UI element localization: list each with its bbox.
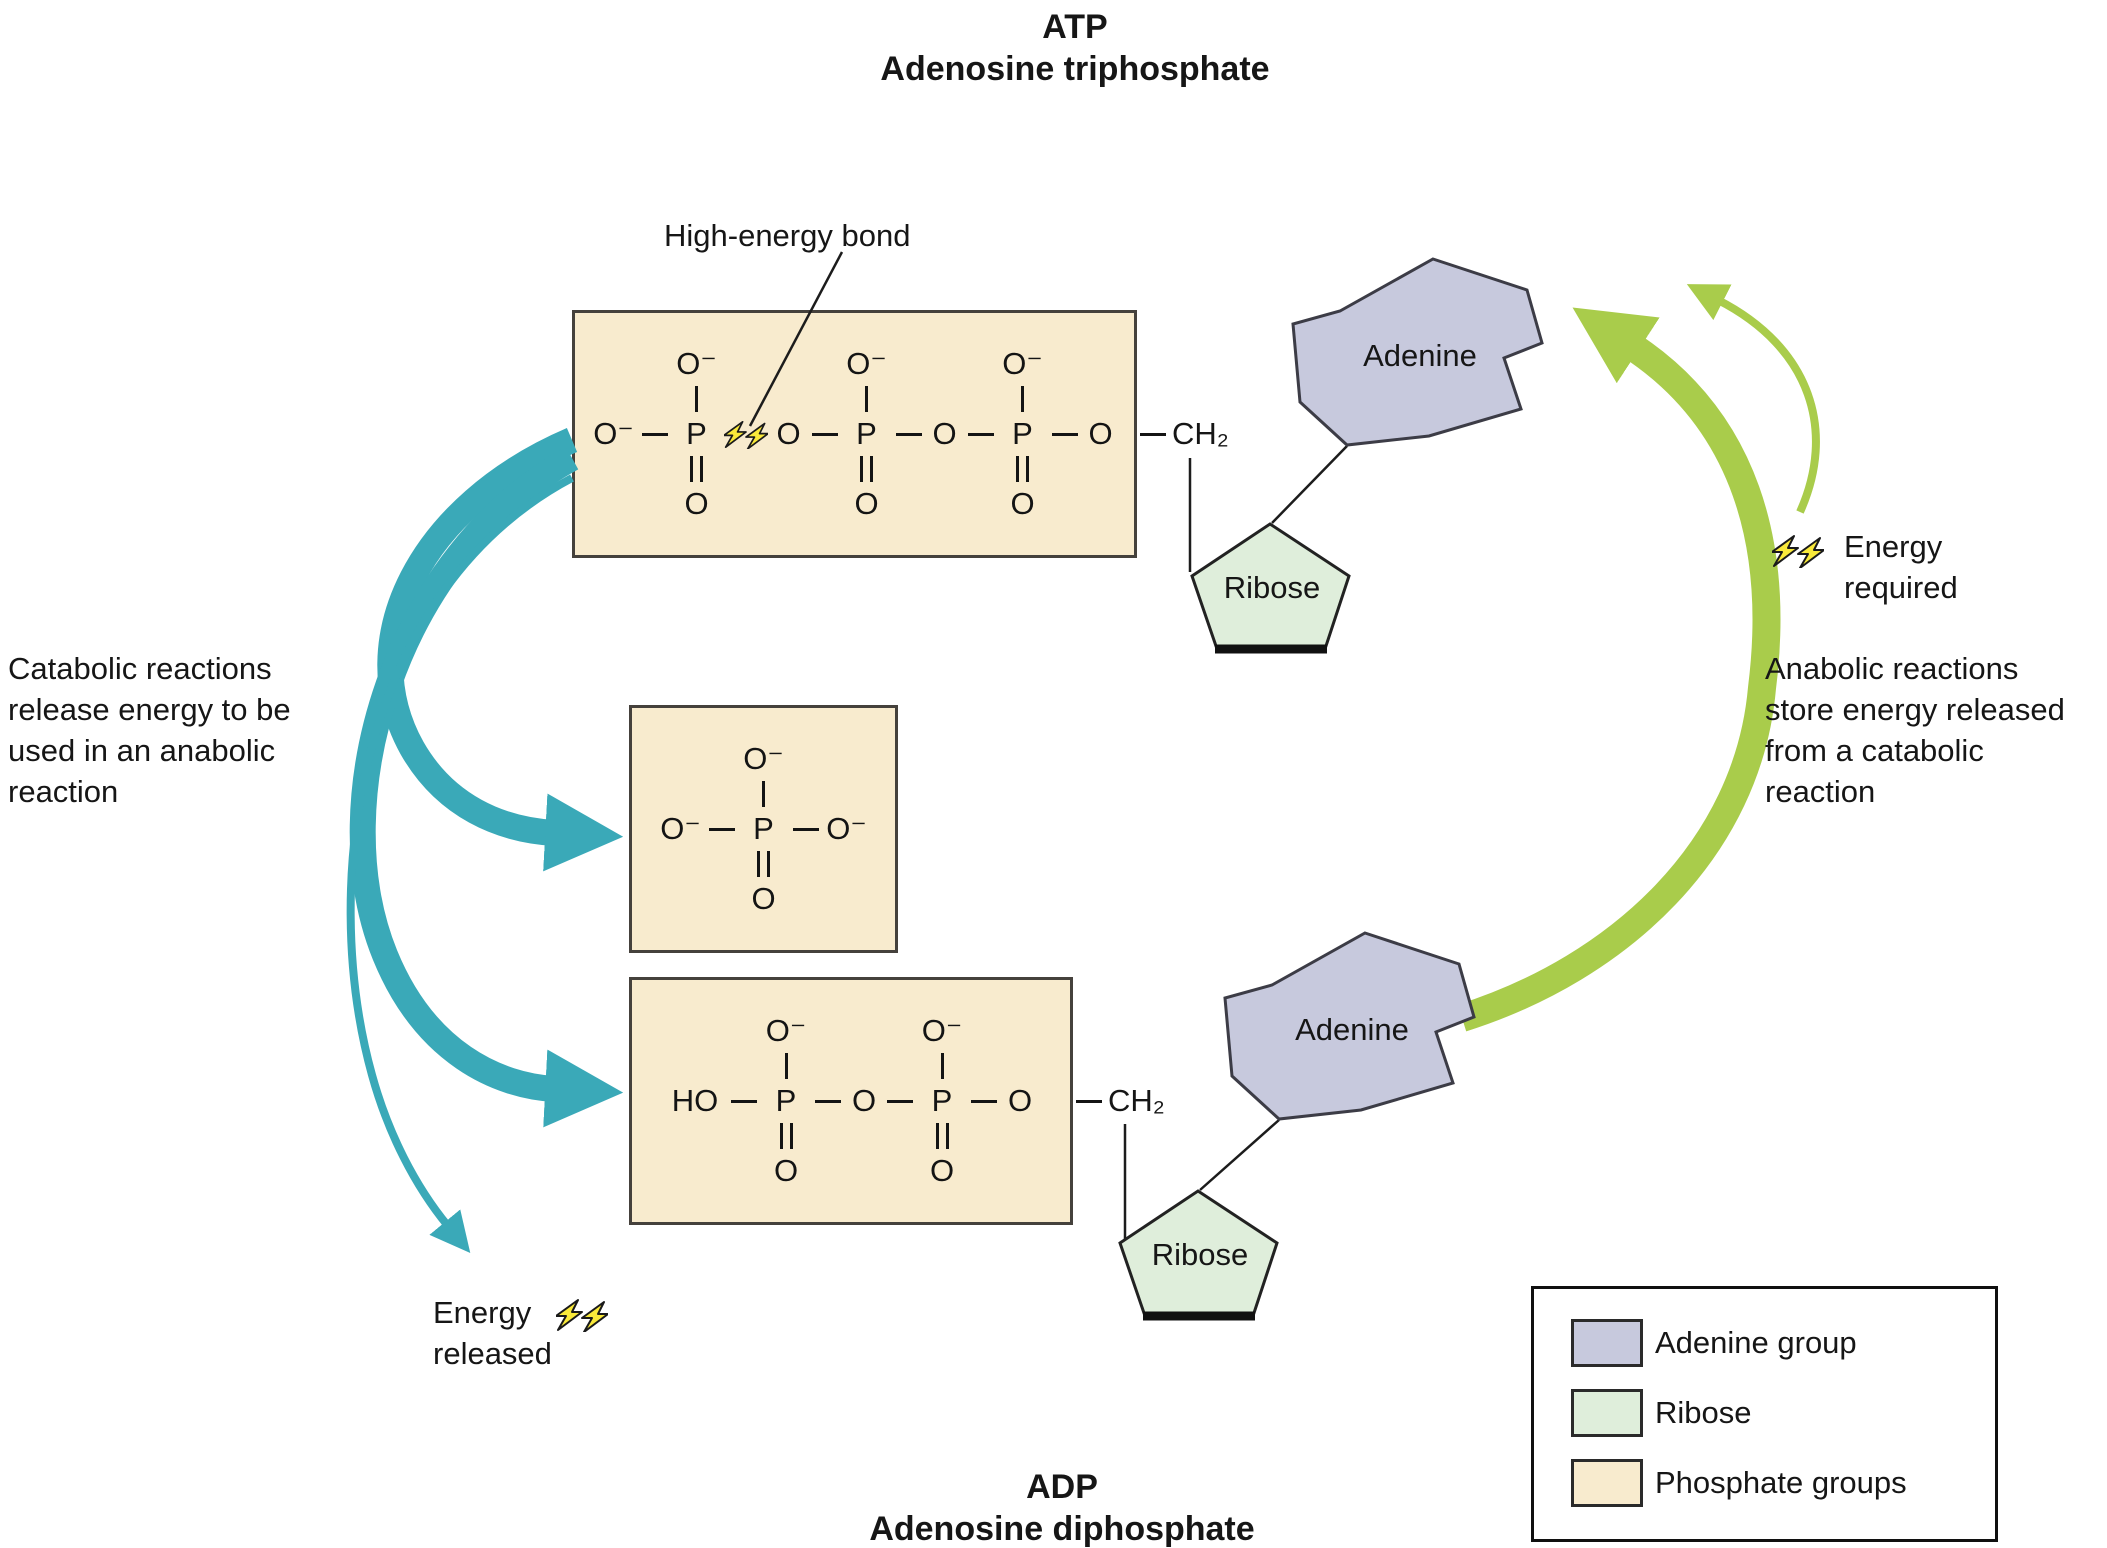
phosphate-group-3: O⁻ P O bbox=[1002, 346, 1043, 521]
energy-required-arrow bbox=[1686, 284, 1820, 514]
single-bond bbox=[810, 342, 840, 526]
atom-label: O⁻ bbox=[593, 416, 634, 451]
atom-oxygen: O bbox=[851, 1083, 877, 1118]
phosphate-group: O⁻ P O bbox=[743, 741, 784, 916]
adenine-swatch bbox=[1571, 1319, 1643, 1367]
single-bond bbox=[966, 342, 996, 526]
atom-oxygen: O⁻ bbox=[592, 342, 636, 526]
adenine-label-top: Adenine bbox=[1363, 338, 1477, 373]
energy-released-arrow bbox=[346, 474, 574, 1254]
single-bond bbox=[894, 342, 924, 526]
legend: Adenine group Ribose Phosphate groups bbox=[1531, 1286, 1998, 1542]
free-phosphate-box: O⁻ O⁻ P O O⁻ bbox=[629, 705, 898, 953]
ribose-label-bottom: Ribose bbox=[1151, 1237, 1249, 1272]
atp-title: ATP bbox=[1042, 8, 1108, 46]
legend-item-phosphate: Phosphate groups bbox=[1571, 1459, 1995, 1507]
adenine-ribose-bond-bottom bbox=[1199, 1119, 1280, 1191]
phosphate-group-1: O⁻ P O bbox=[765, 1013, 807, 1188]
phosphate-group-2: O⁻ P O bbox=[846, 346, 887, 521]
atp-heading: ATP Adenosine triphosphate bbox=[875, 6, 1275, 90]
phosphate-group-1: O⁻ P O bbox=[676, 346, 717, 521]
ribose-swatch bbox=[1571, 1389, 1643, 1437]
legend-label: Phosphate groups bbox=[1655, 1465, 1907, 1500]
single-bond bbox=[1076, 1099, 1102, 1103]
single-bond bbox=[1050, 342, 1080, 526]
single-bond bbox=[885, 1009, 915, 1193]
catabolic-arrow-to-phosphate bbox=[377, 428, 624, 872]
atp-ch2-group: CH₂ bbox=[1140, 412, 1229, 456]
atom-oxygen: O bbox=[776, 416, 801, 451]
atom-oxygen: O⁻ bbox=[660, 811, 701, 846]
adenine-ribose-bond-top bbox=[1271, 445, 1348, 524]
atom-hydroxyl: HO bbox=[671, 1083, 719, 1118]
high-energy-bond-label: High-energy bond bbox=[664, 218, 911, 253]
anabolic-note: Anabolic reactions store energy released… bbox=[1765, 651, 2065, 809]
adp-title: ADP bbox=[1026, 1468, 1098, 1506]
legend-item-ribose: Ribose bbox=[1571, 1389, 1995, 1437]
legend-label: Ribose bbox=[1655, 1395, 1752, 1430]
atom-oxygen: O⁻ bbox=[826, 811, 867, 846]
adp-phosphate-box: HO O⁻ P O O O⁻ P O O bbox=[629, 977, 1073, 1225]
energy-released-label: Energy released bbox=[433, 1295, 552, 1371]
single-bond bbox=[640, 342, 670, 526]
energy-required-bolt-icon bbox=[1772, 535, 1824, 568]
ch2-label: CH₂ bbox=[1108, 1083, 1165, 1118]
legend-item-adenine: Adenine group bbox=[1571, 1319, 1995, 1367]
single-bond bbox=[791, 737, 821, 921]
phosphate-group-2: O⁻ P O bbox=[921, 1013, 963, 1188]
adp-subtitle: Adenosine diphosphate bbox=[869, 1510, 1255, 1548]
adp-ch2-group: CH₂ bbox=[1076, 1079, 1165, 1123]
atp-subtitle: Adenosine triphosphate bbox=[880, 50, 1270, 88]
catabolic-arrow-to-adp bbox=[349, 446, 624, 1128]
single-bond bbox=[813, 1009, 843, 1193]
atom-oxygen: O bbox=[1007, 1083, 1033, 1118]
legend-label: Adenine group bbox=[1655, 1325, 1857, 1360]
high-energy-bond-bolt-icon bbox=[723, 342, 768, 526]
energy-required-label: Energy required bbox=[1844, 529, 1958, 605]
catabolic-note: Catabolic reactions release energy to be… bbox=[8, 651, 291, 809]
ch2-label: CH₂ bbox=[1172, 416, 1229, 451]
single-bond bbox=[1140, 432, 1166, 436]
single-bond bbox=[969, 1009, 999, 1193]
anabolic-arrow bbox=[1457, 307, 1781, 1032]
energy-released-bolt-icon bbox=[556, 1299, 608, 1332]
adp-heading: ADP Adenosine diphosphate bbox=[862, 1466, 1262, 1548]
phosphate-swatch bbox=[1571, 1459, 1643, 1507]
atom-oxygen: O bbox=[932, 416, 957, 451]
single-bond bbox=[729, 1009, 759, 1193]
ribose-label-top: Ribose bbox=[1223, 570, 1321, 605]
atp-phosphate-box: O⁻ O⁻ P O O O⁻ P O bbox=[572, 310, 1137, 558]
atom-oxygen: O bbox=[1088, 416, 1113, 451]
adenine-label-bottom: Adenine bbox=[1295, 1012, 1409, 1047]
single-bond bbox=[707, 737, 737, 921]
